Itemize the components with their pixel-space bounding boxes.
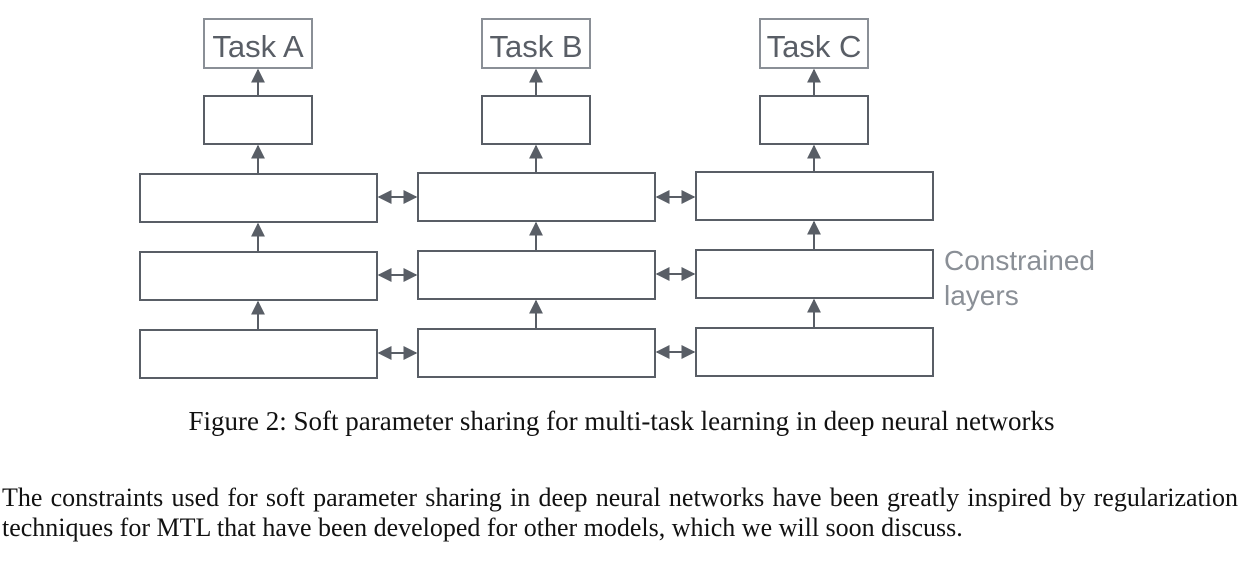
column-c: Task C [695,18,934,377]
task-a-label: Task A [212,29,304,64]
shared-layer-c-3 [695,171,934,221]
task-a-specific-layer [203,95,313,145]
task-a-box [203,18,313,69]
task-c-box [759,18,869,69]
column-b: Task B [417,18,656,378]
constrained-layers-label-line-2: layers [944,280,1019,311]
shared-layer-c-1 [695,327,934,377]
constrained-layers-label: Constrained layers [944,245,1103,311]
shared-layer-b-1 [417,328,656,378]
body-paragraph: The constraints used for soft parameter … [2,483,1238,542]
task-b-label: Task B [489,29,582,64]
shared-layer-a-2 [139,251,378,301]
shared-layer-a-3 [139,173,378,223]
soft-parameter-sharing-diagram: Task A Task B Task C [139,18,1103,379]
task-c-specific-layer [759,95,869,145]
shared-layer-b-3 [417,172,656,222]
column-a: Task A [139,18,378,379]
figure-caption: Figure 2: Soft parameter sharing for mul… [188,406,1055,436]
task-b-box [481,18,591,69]
constraint-arrows [377,190,696,360]
shared-layer-a-1 [139,329,378,379]
shared-layer-c-2 [695,249,934,299]
constrained-layers-label-line-1: Constrained [944,245,1095,276]
task-c-label: Task C [767,29,862,64]
shared-layer-b-2 [417,250,656,300]
task-b-specific-layer [481,95,591,145]
